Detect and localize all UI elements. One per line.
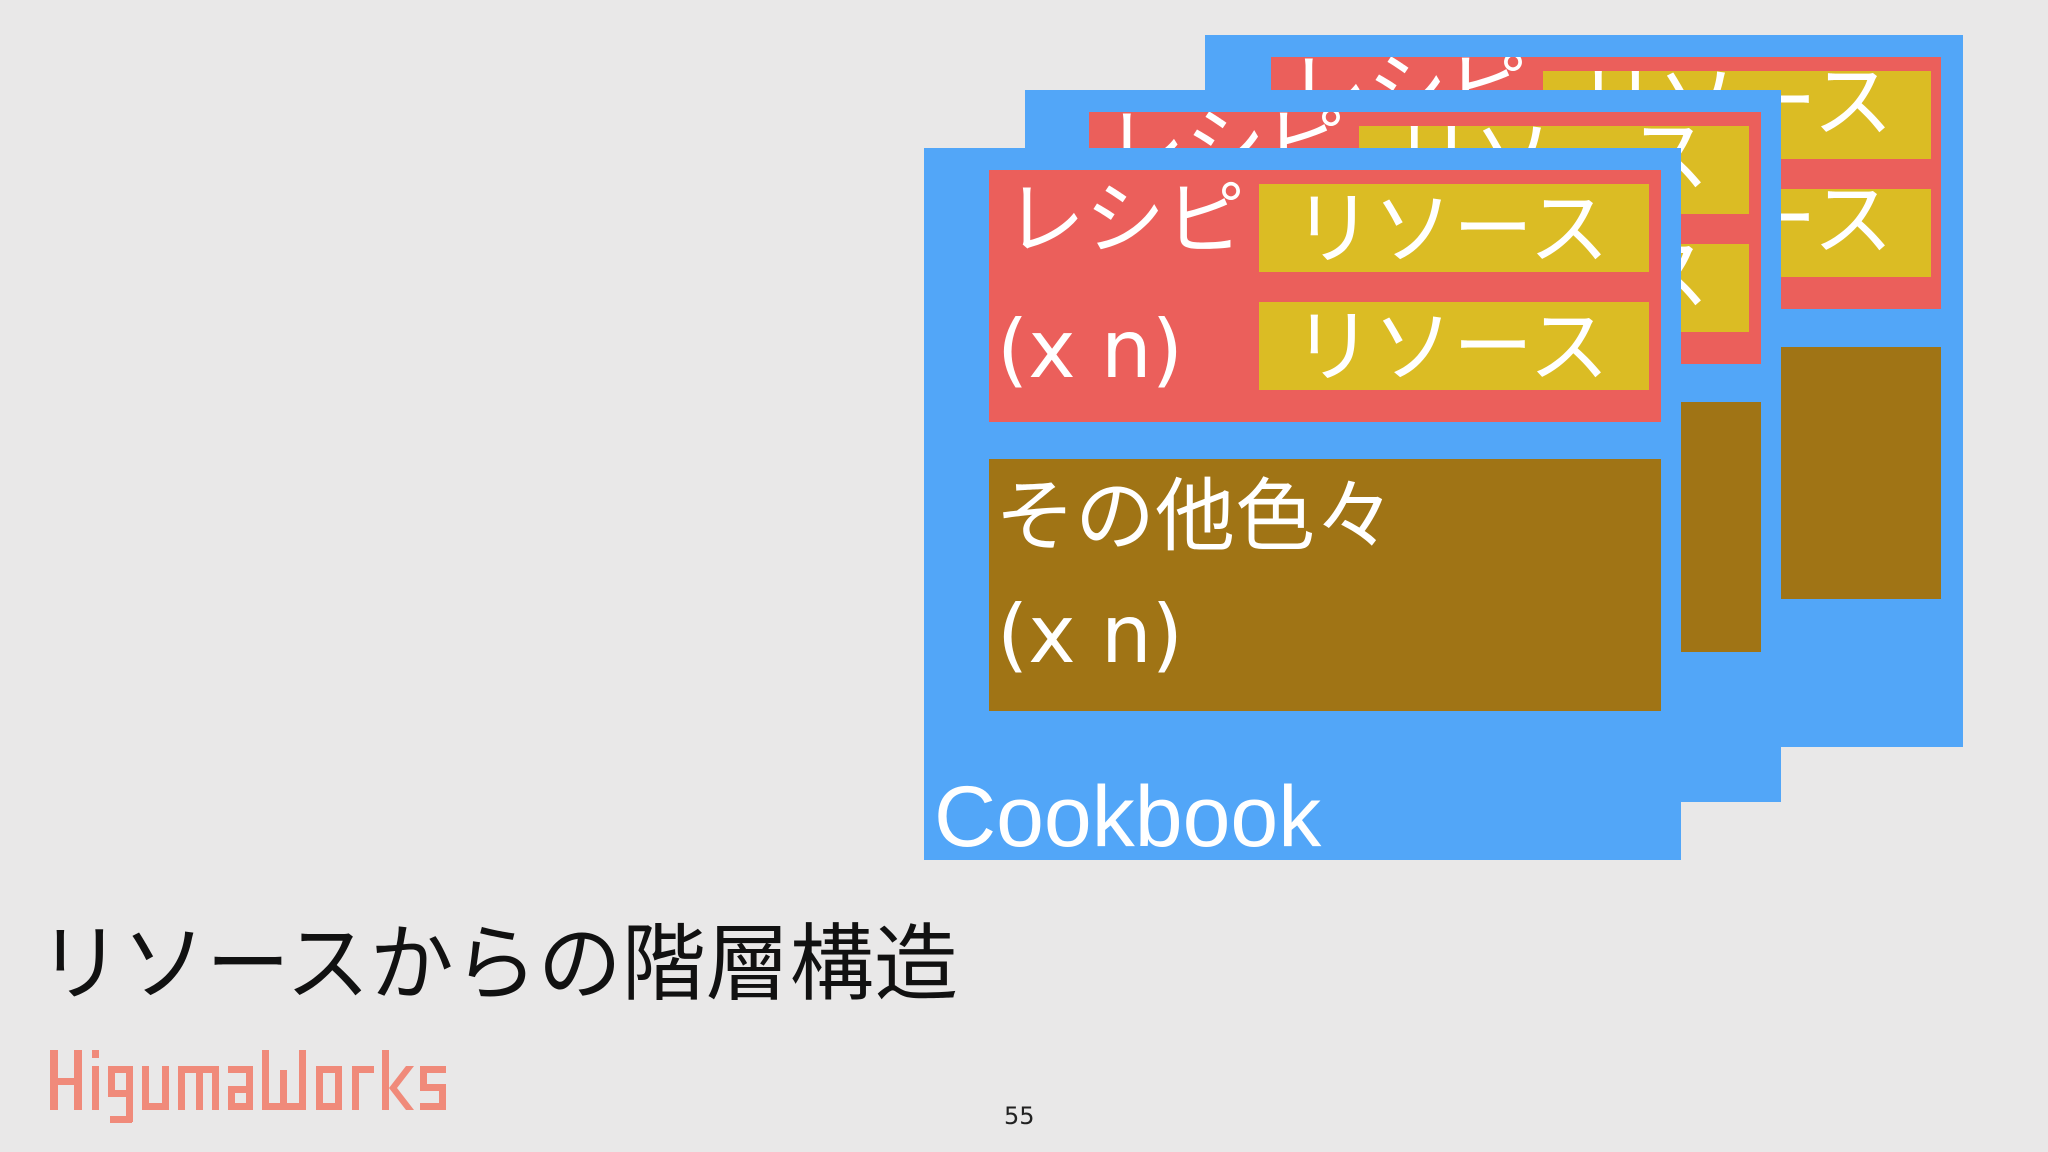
recipe-box-front: レシピ (x n) リソース リソース [989, 170, 1661, 422]
other-box-front: その他色々 (x n) [989, 459, 1661, 711]
cookbook-box-front: レシピ (x n) リソース リソース その他色々 (x n) Cookbook [924, 148, 1681, 860]
other-count-label-front: (x n) [997, 588, 1183, 681]
other-label-front: その他色々 [995, 470, 1395, 563]
cookbook-label-front: Cookbook [934, 769, 1322, 865]
resource-label-front-b: リソース [1293, 302, 1609, 390]
slide-title: リソースからの階層構造 [38, 915, 958, 1013]
resource-box-front-b: リソース [1259, 302, 1649, 390]
recipe-count-label-front: (x n) [997, 303, 1183, 396]
resource-label-front-a: リソース [1293, 184, 1609, 272]
page-number: 55 [1004, 1102, 1035, 1130]
recipe-label-front: レシピ [1005, 173, 1245, 266]
resource-box-front-a: リソース [1259, 184, 1649, 272]
other-box-back-2 [1781, 347, 1941, 599]
higumaworks-logo [50, 1040, 450, 1134]
higumaworks-logo-mark [50, 1050, 446, 1123]
